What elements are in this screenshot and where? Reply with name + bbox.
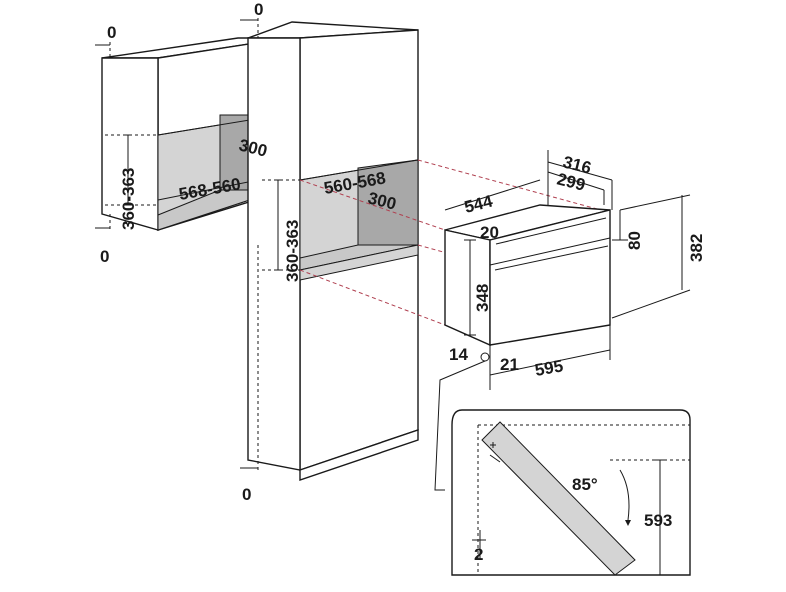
oven-panel-height-label: 80 — [625, 231, 644, 250]
tall-cabinet — [240, 18, 419, 481]
oven-width-body-label: 544 — [462, 191, 495, 216]
oven-top-offset-label: 20 — [480, 223, 499, 242]
oven-total-height-label: 382 — [687, 234, 706, 262]
oven-total-width-label: 595 — [533, 356, 564, 380]
tall-bottom-clearance-label: 0 — [242, 485, 251, 504]
door-angle-label: 85° — [572, 475, 598, 494]
door-detail-inset — [451, 409, 691, 576]
wall-bottom-clearance-label: 0 — [100, 247, 109, 266]
tall-top-clearance-label: 0 — [254, 0, 263, 19]
oven-body-height-label: 348 — [473, 284, 492, 312]
oven-side-offset-label: 21 — [500, 355, 519, 374]
wall-niche-height-label: 360-363 — [119, 168, 138, 230]
oven-bottom-offset-label: 14 — [449, 345, 468, 364]
oven — [434, 150, 691, 491]
door-clearance-label: 2 — [474, 545, 483, 564]
door-length-label: 593 — [644, 511, 672, 530]
wall-top-clearance-label: 0 — [107, 23, 116, 42]
tall-niche-height-label: 360-363 — [283, 220, 302, 282]
